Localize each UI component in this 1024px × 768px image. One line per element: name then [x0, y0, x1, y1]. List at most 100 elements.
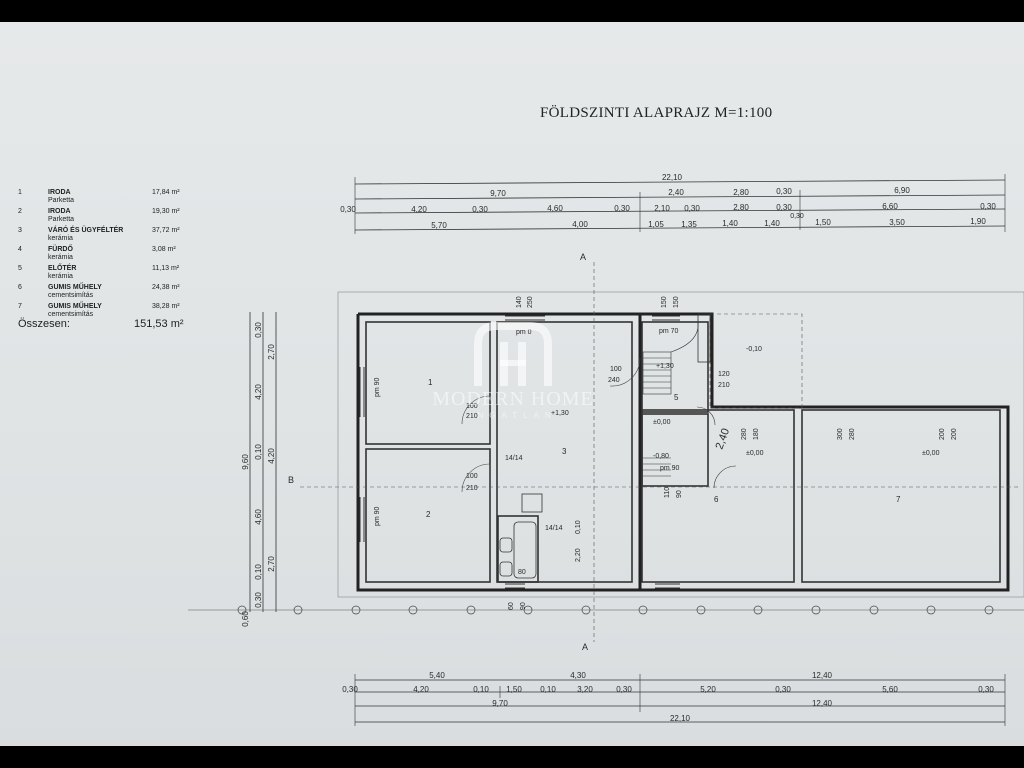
- dim-line: [354, 208, 1006, 214]
- legend-floor: Parketta: [48, 216, 75, 223]
- dim-text: 6,90: [894, 186, 910, 195]
- legend-name: IRODA: [48, 189, 71, 196]
- dim-text: 9,70: [490, 189, 506, 198]
- legend-num: 7: [18, 303, 22, 310]
- dim-text: 0,30: [340, 205, 356, 214]
- plan-label: pm 70: [659, 328, 679, 335]
- dim-text: 0,30: [684, 204, 700, 213]
- dim-text: 2,70: [267, 344, 276, 360]
- window-dim: 110: [664, 487, 671, 498]
- floor-plan: [188, 174, 1024, 726]
- legend-num: 3: [18, 227, 22, 234]
- dim-text: 3,20: [577, 685, 593, 694]
- plan-label: pm 90: [660, 465, 680, 472]
- dim-text: 22,10: [670, 714, 691, 723]
- window-dim: 90: [676, 490, 683, 498]
- dim-text: 4,20: [267, 448, 276, 464]
- level-mark: +1,30: [656, 363, 674, 370]
- legend-floor: cementsimítás: [48, 311, 94, 318]
- windows: [359, 315, 680, 589]
- dim-text: 0,30: [980, 202, 996, 211]
- opening-dim: 280: [849, 428, 856, 440]
- opening-dim: 200: [939, 428, 946, 440]
- legend-row: 5 ELŐTÉR kerámia 11,13 m²: [18, 265, 218, 283]
- legend-area: 17,84 m²: [152, 189, 180, 196]
- legend-row: 3 VÁRÓ ÉS ÜGYFÉLTÉR kerámia 37,72 m²: [18, 227, 218, 245]
- dim-text: 2,40: [668, 188, 684, 197]
- dim-text: 4,30: [570, 671, 586, 680]
- room-number: 5: [674, 393, 679, 402]
- dim-text: 1,40: [722, 219, 738, 228]
- window-dim: 140: [516, 296, 523, 308]
- dim-text: 0,30: [472, 205, 488, 214]
- legend-floor: kerámia: [48, 254, 73, 261]
- level-mark: -0,10: [746, 346, 762, 353]
- dim-line: [354, 225, 1006, 231]
- plan-label: 0,10: [575, 520, 582, 534]
- door-dim: 100: [466, 473, 478, 480]
- door-dim: 120: [718, 371, 730, 378]
- watermark-logo-icon: [474, 322, 552, 386]
- legend-row: 7 GUMIS MŰHELY cementsimítás 38,28 m²: [18, 303, 218, 321]
- dim-text: 0,60: [241, 611, 250, 627]
- legend-row: 6 GUMIS MŰHELY cementsimítás 24,38 m²: [18, 284, 218, 302]
- level-mark: +1,30: [551, 410, 569, 417]
- plan-label: 80: [518, 569, 526, 576]
- dim-text: 0,30: [775, 685, 791, 694]
- bathroom-fixtures: [499, 493, 543, 579]
- opening-dim: 280: [741, 428, 748, 440]
- dim-text: 12,40: [812, 671, 833, 680]
- dim-text: 4,20: [254, 384, 263, 400]
- dim-text: 1,50: [815, 218, 831, 227]
- legend-area: 37,72 m²: [152, 227, 180, 234]
- section-marker: A: [582, 642, 588, 652]
- legend-row: 2 IRODA Parketta 19,30 m²: [18, 208, 218, 226]
- dim-text: 4,20: [411, 205, 427, 214]
- watermark: MODERN HOME INGATLAN: [408, 322, 618, 420]
- legend-area: 38,28 m²: [152, 303, 180, 310]
- legend-num: 4: [18, 246, 22, 253]
- dim-text: 1,35: [681, 220, 697, 229]
- plan-label: pm 90: [374, 506, 381, 526]
- dim-text: 0,30: [978, 685, 994, 694]
- dim-text: 0,10: [254, 444, 263, 460]
- dim-text: 0,30: [254, 592, 263, 608]
- level-mark: ±0,00: [653, 419, 671, 426]
- dim-text: 0,30: [616, 685, 632, 694]
- dim-text: 5,40: [429, 671, 445, 680]
- dim-text: 2,70: [267, 556, 276, 572]
- plan-label: pm 0: [516, 329, 532, 336]
- window-dim: 60: [508, 602, 515, 610]
- dim-line: [354, 179, 1006, 185]
- legend-area: 3,08 m²: [152, 246, 176, 253]
- room-number: 6: [714, 495, 719, 504]
- dim-text: 0,30: [342, 685, 358, 694]
- opening-dim: 300: [837, 428, 844, 440]
- legend-floor: kerámia: [48, 235, 73, 242]
- legend-floor: cementsimítás: [48, 292, 94, 299]
- dim-text: 5,60: [882, 685, 898, 694]
- room-number: 7: [896, 495, 901, 504]
- section-marker: B: [288, 475, 294, 485]
- interior-walls: [365, 321, 1001, 583]
- dimension-labels: 22,10 9,70 2,40 2,80 0,30 6,90 0,30 4,20…: [241, 173, 996, 723]
- dim-line: [354, 194, 1006, 200]
- dim-text: 0,10: [540, 685, 556, 694]
- dim-text: 6,60: [882, 202, 898, 211]
- door-dim: 100: [610, 366, 622, 373]
- dim-text: 3,50: [889, 218, 905, 227]
- dim-text: 4,60: [547, 204, 563, 213]
- opening-dim: 180: [753, 428, 760, 440]
- legend-area: 11,13 m²: [152, 265, 180, 272]
- plan-label: 14/14: [545, 525, 563, 532]
- dim-text: 1,50: [506, 685, 522, 694]
- dim-text: 0,30: [614, 204, 630, 213]
- room-number: 3: [562, 447, 567, 456]
- dim-text: 2,80: [733, 203, 749, 212]
- dim-text: 2,80: [733, 188, 749, 197]
- legend-num: 1: [18, 189, 22, 196]
- window-dim: 90: [520, 602, 527, 610]
- dim-text: 12,40: [812, 699, 833, 708]
- dim-text: 9,60: [241, 454, 250, 470]
- dim-text: 0,10: [254, 564, 263, 580]
